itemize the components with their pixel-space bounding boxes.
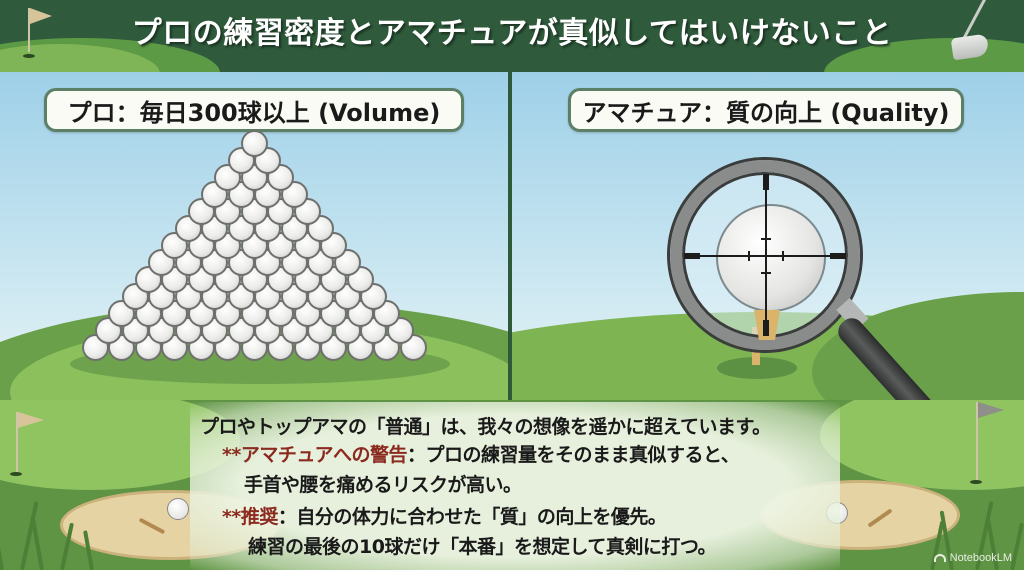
brand-label: NotebookLM [949, 552, 1012, 564]
page-title: プロの練習密度とアマチュアが真似してはいけないこと [131, 16, 893, 51]
golf-ball-icon [399, 334, 427, 361]
golf-ball-icon [214, 164, 242, 191]
intro-line: プロやトップアマの「普通」は、我々の想像を遥かに超えています。 [200, 416, 771, 438]
golf-ball-icon [333, 249, 361, 276]
golf-ball-icon [360, 283, 387, 310]
warning-line: **アマチュアへの警告：プロの練習量をそのまま真似すると、 [222, 440, 740, 467]
magnifying-glass-icon [670, 160, 870, 360]
warning-line-2: 手首や腰を痛めるリスクが高い。 [244, 474, 522, 496]
pro-volume-panel: プロ：毎日300球以上 (Volume) [0, 72, 508, 400]
golf-ball-left-icon [167, 498, 189, 520]
recommend-line: **推奨：自分の体力に合わせた「質」の向上を優先。 [222, 502, 667, 529]
header-banner: プロの練習密度とアマチュアが真似してはいけないこと [0, 0, 1024, 72]
amateur-quality-panel: アマチュア：質の向上 (Quality) [512, 72, 1024, 400]
grass-blade [0, 510, 4, 570]
golf-ball-icon [161, 232, 189, 259]
recommend-line-2: 練習の最後の10球だけ「本番」を想定して真剣に打つ。 [248, 536, 717, 558]
golf-ball-pyramid-icon [0, 72, 508, 400]
amateur-label: アマチュア：質の向上 (Quality) [568, 88, 964, 132]
advice-textbox: プロやトップアマの「普通」は、我々の想像を遥かに超えています。 **アマチュアへ… [190, 402, 840, 570]
warning-heading: **アマチュアへの警告 [222, 444, 408, 466]
recommend-heading: **推奨 [222, 506, 278, 528]
grass-blade [1010, 522, 1024, 570]
warning-text: ：プロの練習量をそのまま真似すると、 [407, 444, 740, 466]
panel-divider [508, 72, 512, 404]
pro-label: プロ：毎日300球以上 (Volume) [44, 88, 464, 132]
golf-ball-icon [108, 300, 136, 327]
tee-shadow [717, 357, 797, 379]
golf-ball-icon [716, 204, 826, 312]
recommend-text: ：自分の体力に合わせた「質」の向上を優先。 [277, 506, 667, 528]
golf-ball-icon [240, 130, 268, 157]
notebooklm-logo-icon [933, 554, 946, 562]
grass-blade [30, 515, 44, 570]
notebooklm-branding: NotebookLM [933, 552, 1012, 564]
